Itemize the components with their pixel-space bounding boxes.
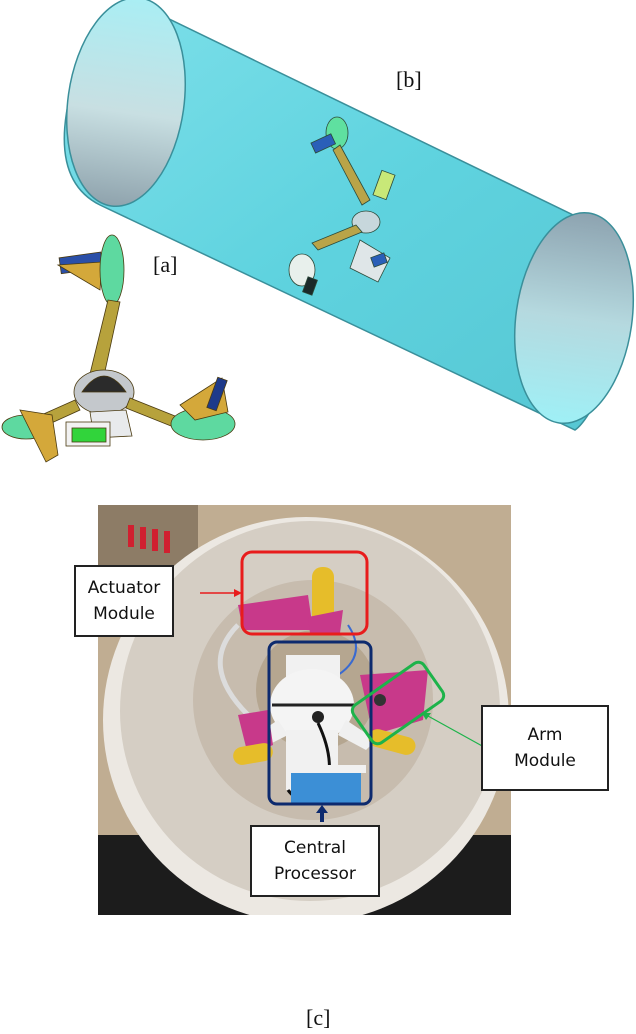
callout-central-processor: Central Processor [250, 825, 380, 897]
callout-arm-module: Arm Module [481, 705, 609, 791]
panel-label-c: [c] [306, 1005, 331, 1030]
callout-processor-line2: Processor [274, 864, 356, 884]
panel-a-robot-diagram [1, 234, 236, 463]
callout-processor-line1: Central [284, 838, 346, 858]
callout-arm-line2: Module [514, 751, 576, 771]
panel-label-b: [b] [396, 67, 422, 92]
callout-actuator-line1: Actuator [87, 578, 161, 598]
callout-actuator-module: Actuator Module [74, 565, 174, 637]
panel-label-a: [a] [153, 252, 178, 277]
panel-b-pipe-diagram [63, 0, 635, 431]
callout-arm-line1: Arm [527, 725, 563, 745]
robot-in-pipe [288, 116, 396, 296]
callout-actuator-line2: Module [93, 604, 155, 624]
